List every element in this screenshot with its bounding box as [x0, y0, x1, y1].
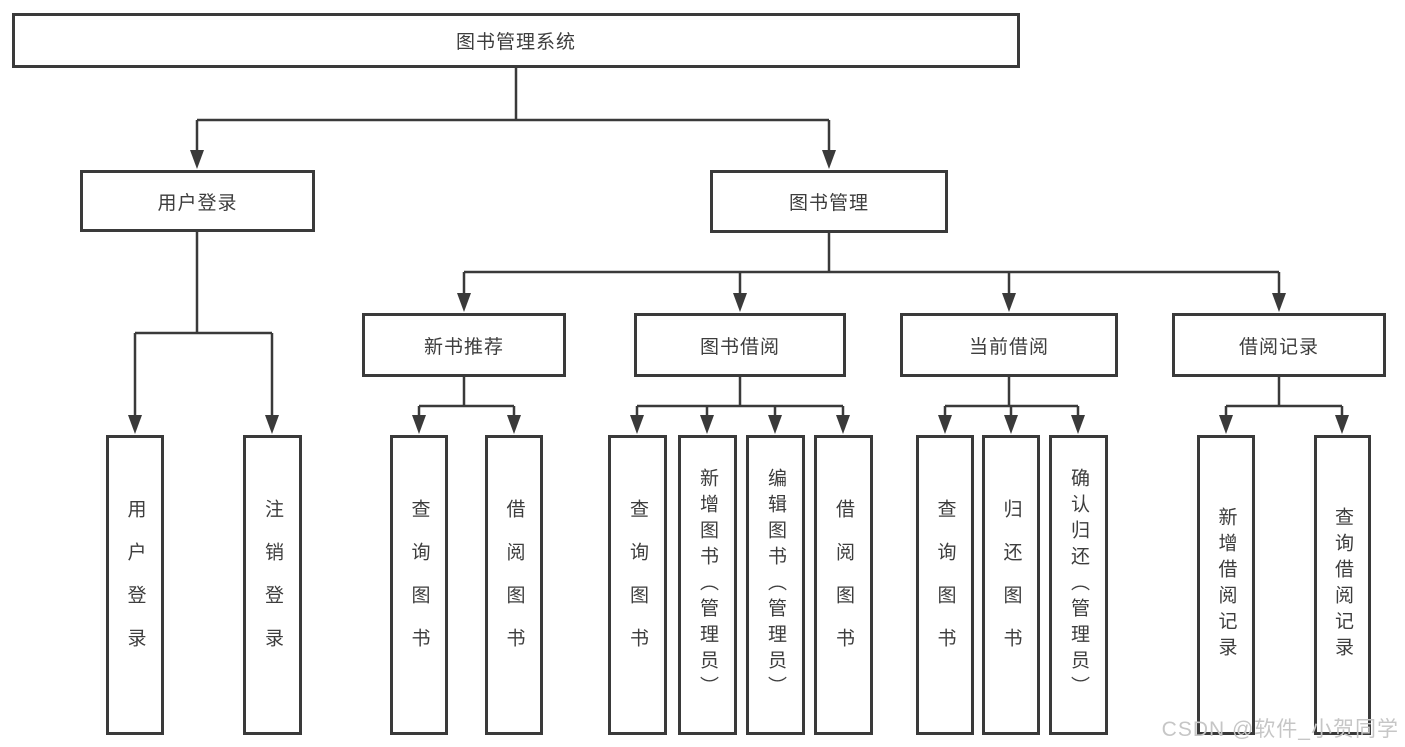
node-library-system: 图书管理系统	[12, 13, 1020, 68]
node-leaf-edit-books-admin-label: 编辑图书（管理员）	[765, 468, 786, 702]
connector-bookmgmt-to-level3	[462, 233, 1281, 296]
node-leaf-borrow-books-1-label: 借阅图书	[503, 499, 525, 671]
node-new-book-recommend-label: 新书推荐	[423, 336, 504, 358]
node-leaf-user-login: 用户登录	[106, 435, 164, 735]
node-leaf-logout-label: 注销登录	[262, 499, 283, 671]
node-leaf-query-books-2-label: 查询图书	[627, 499, 648, 671]
node-leaf-edit-books-admin: 编辑图书（管理员）	[746, 435, 805, 735]
connector-currentborrow-to-leaves	[943, 377, 1080, 418]
connector-userlogin-to-leaves	[133, 232, 274, 418]
node-leaf-confirm-return-admin-label: 确认归还（管理员）	[1068, 468, 1089, 702]
node-library-system-label: 图书管理系统	[455, 32, 576, 53]
node-current-borrow: 当前借阅	[900, 313, 1118, 377]
node-borrow-records-label: 借阅记录	[1238, 336, 1319, 358]
node-book-management-label: 图书管理	[788, 193, 869, 214]
node-leaf-query-borrow-record-label: 查询借阅记录	[1332, 507, 1353, 663]
node-leaf-logout: 注销登录	[243, 435, 302, 735]
connector-newbook-to-leaves	[417, 377, 516, 418]
connector-bookborrow-to-leaves	[635, 377, 845, 418]
node-leaf-add-borrow-record-label: 新增借阅记录	[1215, 507, 1237, 663]
node-user-login: 用户登录	[80, 170, 315, 232]
node-leaf-add-books-admin: 新增图书（管理员）	[678, 435, 737, 735]
node-leaf-query-borrow-record: 查询借阅记录	[1314, 435, 1371, 735]
node-leaf-query-books-1-label: 查询图书	[408, 499, 430, 671]
connector-borrowrecords-to-leaves	[1224, 377, 1344, 418]
node-leaf-borrow-books-1: 借阅图书	[485, 435, 543, 735]
node-leaf-add-books-admin-label: 新增图书（管理员）	[697, 468, 718, 702]
node-leaf-confirm-return-admin: 确认归还（管理员）	[1049, 435, 1108, 735]
node-leaf-borrow-books-2-label: 借阅图书	[833, 499, 854, 671]
node-user-login-label: 用户登录	[157, 192, 238, 214]
node-borrow-records: 借阅记录	[1172, 313, 1386, 377]
node-leaf-query-books-2: 查询图书	[608, 435, 667, 735]
node-leaf-return-books: 归还图书	[982, 435, 1040, 735]
node-book-borrow-label: 图书借阅	[699, 336, 780, 358]
node-leaf-return-books-label: 归还图书	[1000, 499, 1022, 671]
node-leaf-query-books-3: 查询图书	[916, 435, 974, 735]
node-leaf-borrow-books-2: 借阅图书	[814, 435, 873, 735]
csdn-watermark: CSDN @软件_小贺同学	[1161, 718, 1399, 741]
node-leaf-query-books-1: 查询图书	[390, 435, 448, 735]
node-leaf-query-books-3-label: 查询图书	[934, 499, 956, 671]
node-book-borrow: 图书借阅	[634, 313, 846, 377]
node-leaf-user-login-label: 用户登录	[124, 499, 146, 671]
node-current-borrow-label: 当前借阅	[968, 336, 1049, 358]
node-leaf-add-borrow-record: 新增借阅记录	[1197, 435, 1255, 735]
node-new-book-recommend: 新书推荐	[362, 313, 566, 377]
connector-root-to-level2	[195, 68, 831, 153]
node-book-management: 图书管理	[710, 170, 948, 233]
